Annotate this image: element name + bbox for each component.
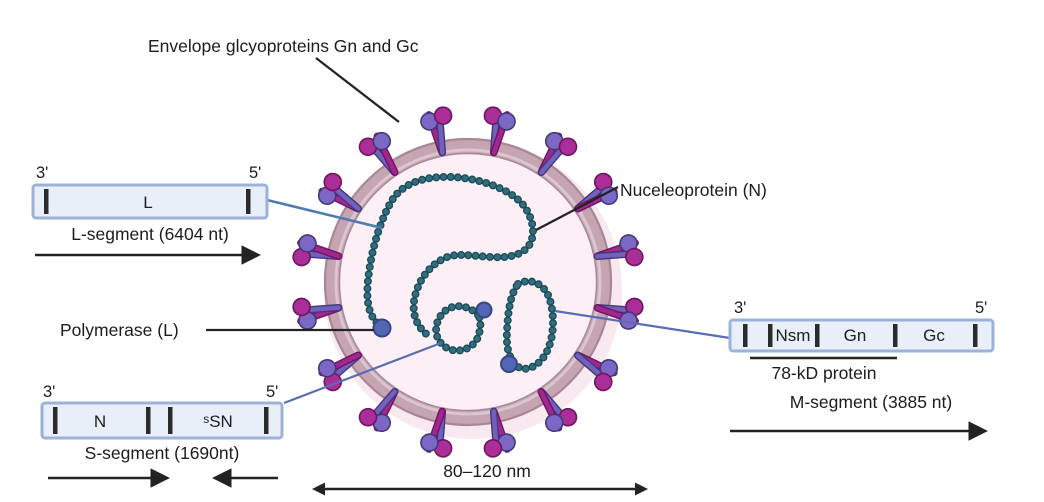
s-segment-caption: S-segment (1690nt) [85,443,240,463]
polymerase-ball [500,355,518,373]
l-segment-tick [44,189,49,214]
virion-interior [327,141,609,423]
diameter-arrowhead-right [635,482,648,496]
l-segment-connector [266,198,383,230]
m-segment-caption: M-segment (3885 nt) [790,392,952,412]
m-segment-tick [768,324,773,347]
s-segment-connector [283,341,442,405]
s-3prime-label: 3' [43,383,55,401]
s-gene-nss-label: sSN [203,412,233,431]
m-segment-box [728,318,995,353]
s-segment-tick [146,407,151,434]
l-3prime-label: 3' [36,164,48,182]
polymerase-ball [475,301,493,319]
m-gene-nsm-label: Nsm [776,326,811,345]
diameter-scale: 80–120 nm [312,461,648,496]
m-gene-gc-label: Gc [923,326,945,345]
m-segment-tick [893,324,898,347]
s-gene-nss-main: SN [209,412,233,431]
polymerase-ball [372,318,392,338]
m-segment-tick [815,324,820,347]
m-segment-map: 3' 5' Nsm Gn Gc 78-kD protein M-segment … [728,299,995,441]
m-rna-chain [502,277,557,373]
s-segment-tick [53,407,58,434]
s-segment-tick [168,407,173,434]
m-gene-gn-label: Gn [844,326,867,345]
l-segment-caption: L-segment (6404 nt) [71,224,229,244]
polymerase-label: Polymerase (L) [60,320,179,340]
diameter-arrowhead-left [312,482,325,496]
envelope-label-line [315,57,400,123]
membrane-highlight [334,148,602,416]
membrane-inner-edge [338,152,598,412]
m-segment-connector [554,309,731,340]
l-segment-map: 3' 5' L L-segment (6404 nt) [31,164,269,265]
s-gene-n-label: N [94,412,106,431]
envelope-glycoproteins-label: Envelope glcyoproteins Gn and Gc [148,36,419,56]
s-segment-box [40,401,284,440]
s-5prime-label: 5' [266,383,278,401]
s-segment-map: 3' 5' N sSN S-segment (1690nt) [40,383,284,488]
m-5prime-label: 5' [975,299,987,317]
membrane-outer-edge [323,137,613,427]
s-segment-tick [264,407,269,434]
l-rna-chain [363,172,537,340]
diameter-label: 80–120 nm [443,461,531,481]
l-segment-tick [246,189,251,214]
s-rna-chain [432,302,485,355]
l-segment-box [31,183,269,220]
l-gene-label: L [143,193,152,212]
l-5prime-label: 5' [249,164,261,182]
78kd-protein-label: 78-kD protein [771,363,876,383]
s-gene-nss-superscript: s [203,412,209,426]
m-segment-tick [973,324,978,347]
virion-membrane [325,139,611,425]
virion [290,104,646,460]
m-3prime-label: 3' [734,299,746,317]
m-segment-tick [743,324,748,347]
nucleoprotein-label-line [535,185,619,232]
nucleoprotein-label: Nuceleoprotein (N) [620,180,767,200]
